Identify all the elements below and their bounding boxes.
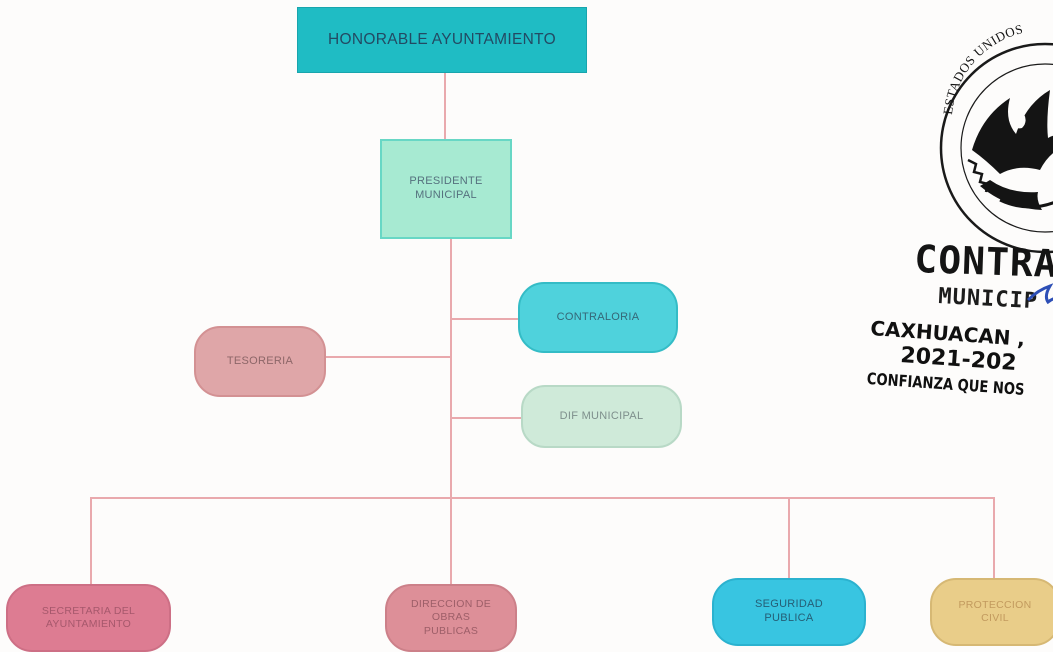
stamp-signature <box>1026 283 1053 305</box>
connector-seguridad <box>788 497 790 580</box>
connector-proteccion <box>993 497 995 580</box>
node-label-line: SECRETARIA DEL <box>41 604 136 617</box>
node-presidente-municipal: PRESIDENTE MUNICIPAL <box>380 139 512 239</box>
node-label-line: SEGURIDAD <box>754 598 824 611</box>
node-seguridad-publica: SEGURIDAD PUBLICA <box>712 578 866 646</box>
node-label-line: MUNICIPAL <box>415 189 477 201</box>
node-label-group: SEGURIDAD PUBLICA <box>755 598 823 626</box>
node-label-line: PUBLICAS <box>423 624 479 637</box>
connector-bottom-bar <box>91 497 995 499</box>
node-label-line: OBRAS <box>431 611 471 624</box>
seal-arc-text: ESTADOS UNIDOS <box>940 21 1025 115</box>
node-proteccion-civil: PROTECCION CIVIL <box>930 578 1053 646</box>
node-secretaria-ayuntamiento: SECRETARIA DEL AYUNTAMIENTO <box>6 584 171 652</box>
connector-secretaria <box>90 497 92 586</box>
node-label-line: PROTECCION <box>958 598 1032 611</box>
connector-main-trunk <box>450 239 452 615</box>
stamp-line-contraloria: CONTRAL <box>914 237 1053 287</box>
node-label-group: SECRETARIA DEL AYUNTAMIENTO <box>42 605 135 631</box>
node-label-line: CIVIL <box>981 612 1009 624</box>
node-label: CONTRALORIA <box>556 310 640 323</box>
node-label-group: DIRECCION DE OBRAS PUBLICAS <box>411 598 491 639</box>
node-label-line: DIRECCION DE <box>410 597 492 610</box>
node-dif-municipal: DIF MUNICIPAL <box>521 385 682 448</box>
node-direccion-obras-publicas: DIRECCION DE OBRAS PUBLICAS <box>385 584 517 652</box>
node-label: DIF MUNICIPAL <box>559 409 644 422</box>
node-label-group: PRESIDENTE MUNICIPAL <box>409 175 482 203</box>
node-label-group: PROTECCION CIVIL <box>958 599 1031 625</box>
node-label: HONORABLE AYUNTAMIENTO <box>328 31 556 49</box>
seal-emblem <box>939 42 1053 254</box>
official-seal-stamp: ESTADOS UNIDOS CONTRAL MUNICIP CAXHUACAN… <box>866 21 1053 399</box>
node-tesoreria: TESORERIA <box>194 326 326 397</box>
node-honorable-ayuntamiento: HONORABLE AYUNTAMIENTO <box>297 7 587 73</box>
connector-top-to-president <box>444 73 446 139</box>
node-label: TESORERIA <box>226 354 294 367</box>
node-label-line: AYUNTAMIENTO <box>45 618 132 630</box>
connector-dif <box>451 417 523 419</box>
connector-tesoreria <box>326 356 451 358</box>
node-contraloria: CONTRALORIA <box>518 282 678 353</box>
node-label-line: PUBLICA <box>764 612 814 624</box>
node-label-line: PRESIDENTE <box>409 175 483 188</box>
stamp-line-municipal: MUNICIP <box>938 284 1039 314</box>
connector-contraloria <box>451 318 520 320</box>
